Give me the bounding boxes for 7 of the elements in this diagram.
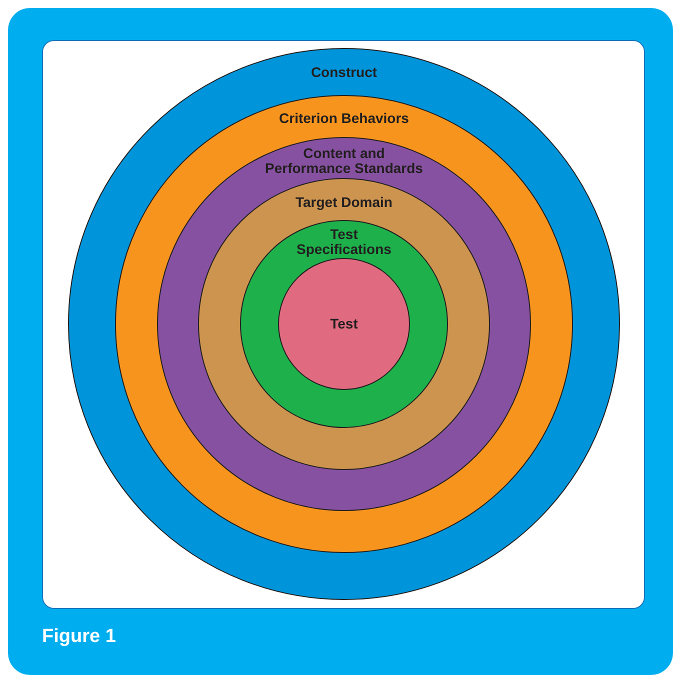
figure-caption: Figure 1 bbox=[42, 626, 116, 648]
ring-label: Criterion Behaviors bbox=[278, 111, 410, 126]
ring-label: Test bbox=[329, 316, 359, 332]
ring-label: Content and Performance Standards bbox=[264, 146, 424, 176]
ring-label: Test Specifications bbox=[296, 227, 392, 257]
ring-label: Construct bbox=[310, 65, 378, 80]
ring-label: Target Domain bbox=[294, 195, 394, 210]
